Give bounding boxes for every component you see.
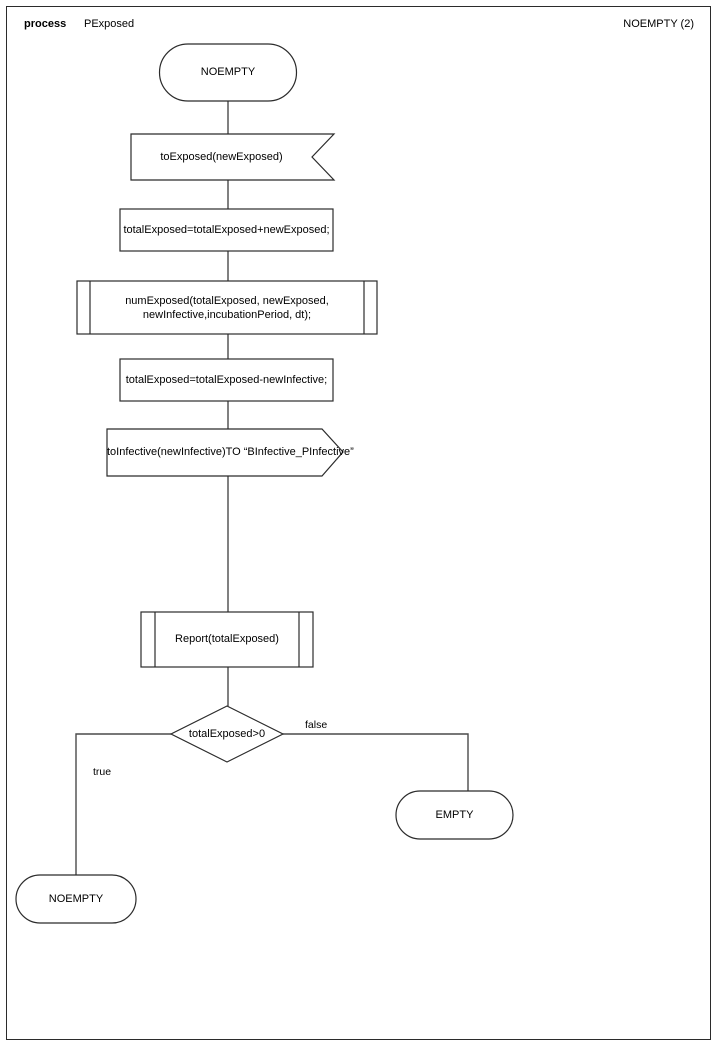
node-end-noempty-label: NOEMPTY <box>48 893 104 905</box>
connector-decision1-true-to-noempty <box>75 733 171 875</box>
edge-label-false: false <box>305 719 328 731</box>
node-output1-label: toInfective(newInfective)TO “BInfective_… <box>107 446 354 458</box>
node-proc2-label: totalExposed=totalExposed-newInfective; <box>125 374 328 386</box>
node-decision1-label: totalExposed>0 <box>188 728 266 740</box>
node-output1-shape <box>106 428 344 477</box>
header-exit-state: NOEMPTY (2) <box>623 18 694 30</box>
node-end-noempty-shape <box>15 874 137 924</box>
node-subproc1-shape <box>76 280 378 335</box>
edge-label-true: true <box>93 766 112 778</box>
node-end-empty-label: EMPTY <box>435 809 474 821</box>
node-input1-shape <box>130 133 336 181</box>
connector-decision1-false-to-empty <box>283 733 469 791</box>
node-start-shape <box>158 43 298 102</box>
page-border <box>6 6 711 1040</box>
node-subproc2-shape <box>140 611 314 668</box>
node-proc2-shape <box>119 358 334 402</box>
node-proc1-label: totalExposed=totalExposed+newExposed; <box>123 224 330 236</box>
node-input1-label: toExposed(newExposed) <box>160 151 283 163</box>
node-decision1-shape <box>169 705 285 763</box>
connector-group <box>75 101 469 875</box>
node-subproc1-label: numExposed(totalExposed, newExposed, new… <box>125 295 329 321</box>
node-proc1-shape <box>119 208 334 252</box>
node-subproc2-label: Report(totalExposed) <box>175 633 279 645</box>
header-process-keyword: process <box>24 18 67 30</box>
shape-group <box>15 43 514 924</box>
node-end-empty-shape <box>395 790 514 840</box>
node-start-label: NOEMPTY <box>200 66 256 78</box>
header-process-name: PExposed <box>84 18 135 30</box>
